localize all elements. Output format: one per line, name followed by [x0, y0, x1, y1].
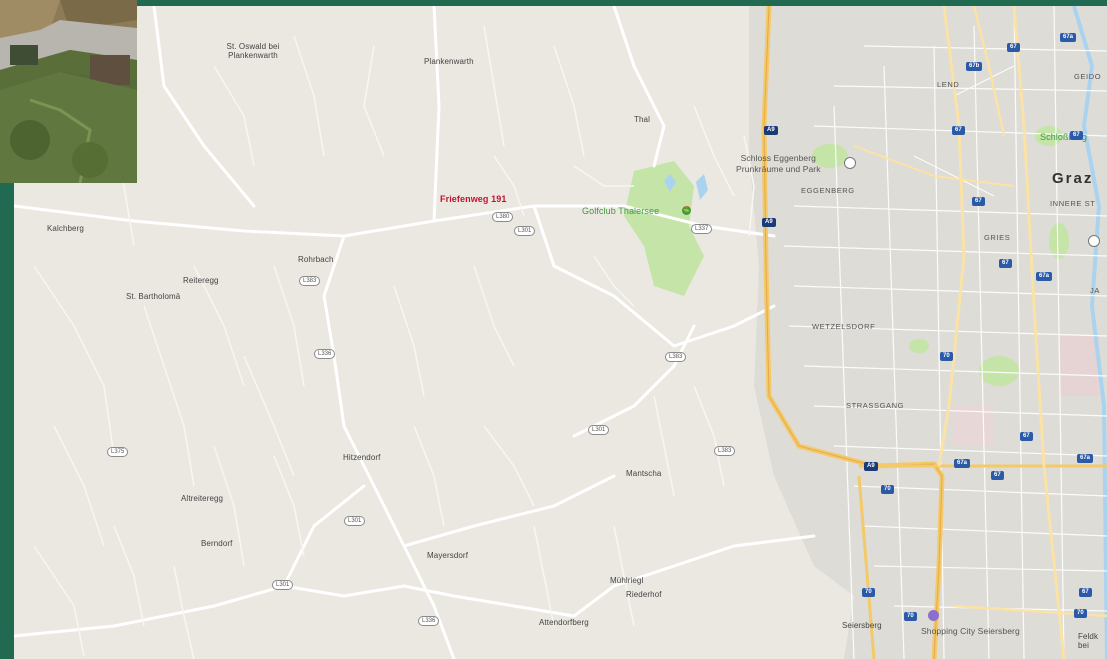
highway-badge: 67b [966, 62, 983, 71]
road-shield: L336 [418, 616, 440, 626]
road-shield: L383 [299, 276, 321, 286]
highway-badge: 67 [1007, 43, 1020, 52]
road-shield: L383 [665, 352, 687, 362]
district-innere-stadt: INNERE ST [1050, 199, 1096, 208]
road-shield: L301 [272, 580, 294, 590]
place-rohrbach: Rohrbach [298, 255, 334, 264]
schlossberg-label: Schloßberg [1040, 132, 1088, 142]
highway-badge: 67a [954, 459, 971, 468]
place-mantscha: Mantscha [626, 469, 662, 478]
road-shield: L336 [314, 349, 336, 359]
road-shield: L337 [691, 224, 713, 234]
place-hitzendorf: Hitzendorf [343, 453, 381, 462]
district-gries: GRIES [984, 233, 1011, 242]
road-shield: L375 [107, 447, 129, 457]
museum-icon[interactable] [844, 157, 856, 169]
place-seiersberg: Seiersberg [842, 621, 882, 630]
highway-badge: 67 [1020, 432, 1033, 441]
marker-label[interactable]: Friefenweg 191 [440, 194, 507, 204]
highway-badge: 70 [904, 612, 917, 621]
highway-badge: 67a [1036, 272, 1053, 281]
road-shield: L380 [492, 212, 514, 222]
district-jakomini: JA [1090, 286, 1100, 295]
highway-badge: A9 [864, 462, 878, 471]
place-riederhof: Riederhof [626, 590, 662, 599]
district-strassgang: STRASSGANG [846, 401, 905, 410]
district-lend: LEND [937, 80, 960, 89]
place-st-oswald: St. Oswald bei Plankenwarth [226, 42, 280, 60]
place-feldkirchen: Feldk bei [1078, 632, 1099, 650]
road-shield: L301 [588, 425, 610, 435]
highway-badge: 67 [1079, 588, 1092, 597]
place-plankenwarth: Plankenwarth [424, 57, 474, 66]
landmark-icon[interactable] [1088, 235, 1100, 247]
satellite-image [0, 0, 137, 183]
shopping-icon[interactable] [928, 610, 939, 621]
highway-badge: 67 [952, 126, 965, 135]
road-shield: L301 [514, 226, 536, 236]
poi-schloss-eggenberg[interactable]: Schloss Eggenberg Prunkräume und Park [736, 153, 821, 174]
highway-badge: 67a [1060, 33, 1077, 42]
place-reiteregg: Reiteregg [183, 276, 219, 285]
place-attendorfberg: Attendorfberg [539, 618, 589, 627]
place-altreiteregg: Altreiteregg [181, 494, 224, 503]
place-st-bartholoma: St. Bartholomä [126, 292, 181, 301]
highway-badge: 70 [940, 352, 953, 361]
highway-badge: 67a [1077, 454, 1094, 463]
road-shield: L301 [344, 516, 366, 526]
highway-badge: 70 [1074, 609, 1087, 618]
place-thal: Thal [634, 115, 650, 124]
map-canvas[interactable]: St. Oswald bei Plankenwarth Plankenwarth… [14, 6, 1107, 659]
road-shield: L383 [714, 446, 736, 456]
highway-badge: A9 [762, 218, 776, 227]
highway-badge: 67 [1070, 131, 1083, 140]
highway-badge: A9 [764, 126, 778, 135]
city-label-graz: Graz [1052, 170, 1094, 187]
place-mayersdorf: Mayersdorf [427, 551, 469, 560]
highway-badge: 70 [862, 588, 875, 597]
golf-icon: ⛳ [682, 206, 691, 215]
highway-badge: 67 [972, 197, 985, 206]
highway-badge: 70 [881, 485, 894, 494]
golfclub-label: Golfclub Thalersee [582, 206, 660, 216]
map-base-layer [14, 6, 1107, 659]
district-wetzelsdorf: WETZELSDORF [812, 322, 876, 331]
place-muhlriegl: Mühlriegl [610, 576, 644, 585]
place-berndorf: Berndorf [201, 539, 233, 548]
district-eggenberg: EGGENBERG [801, 186, 855, 195]
highway-badge: 67 [991, 471, 1004, 480]
district-geidorf: GEIDO [1074, 72, 1102, 81]
satellite-inset[interactable] [0, 0, 137, 183]
poi-shopping-city[interactable]: Shopping City Seiersberg [921, 626, 1020, 636]
place-kalchberg: Kalchberg [47, 224, 84, 233]
highway-badge: 67 [999, 259, 1012, 268]
